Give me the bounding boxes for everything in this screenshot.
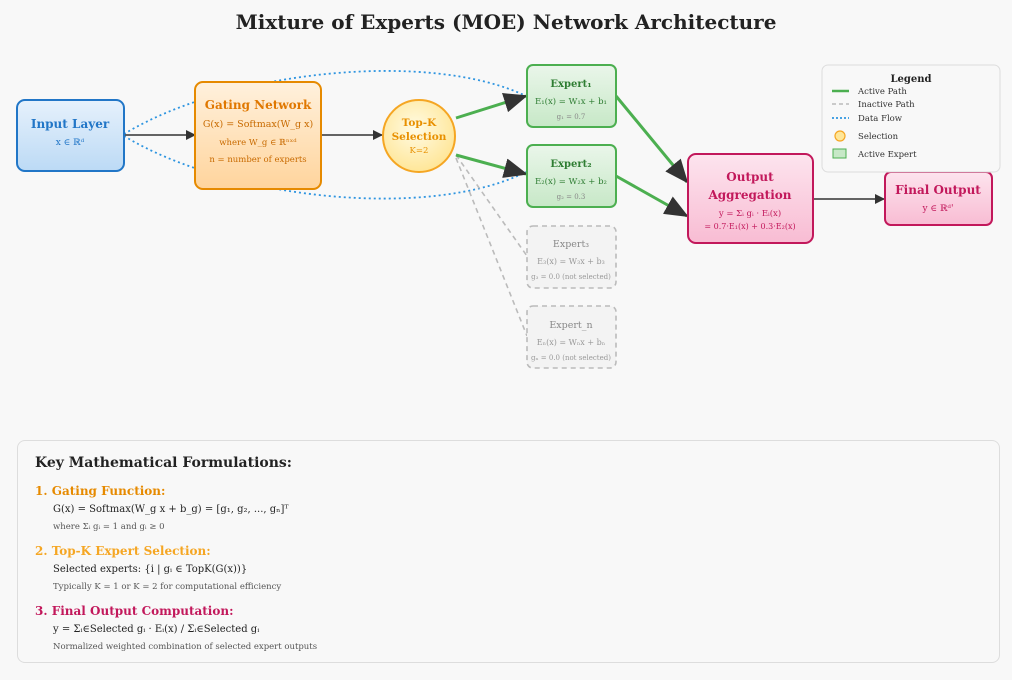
- moe-diagram: Mixture of Experts (MOE) Network Archite…: [16, 10, 1001, 369]
- active-path-expert1: [455, 93, 528, 120]
- output-formula: y = Σᵢ gᵢ · Eᵢ(x): [718, 208, 781, 219]
- topk-title-line2: Selection: [392, 131, 447, 143]
- formulations-heading: Key Mathematical Formulations:: [35, 455, 292, 471]
- output-title-line2: Aggregation: [707, 188, 791, 202]
- expert1-gate: g₁ = 0.7: [557, 113, 586, 121]
- legend-selection-label: Selection: [858, 132, 899, 142]
- gating-function-note: where Σᵢ gᵢ = 1 and gᵢ ≥ 0: [53, 522, 165, 532]
- expertn-formula: Eₙ(x) = Wₙx + bₙ: [537, 338, 606, 347]
- input-layer-formula: x ∈ ℝᵈ: [56, 138, 85, 148]
- inactive-path-expertn: [455, 157, 528, 337]
- diagram-title: Mixture of Experts (MOE) Network Archite…: [236, 10, 777, 34]
- topk-section-note: Typically K = 1 or K = 2 for computation…: [53, 582, 282, 592]
- input-layer-node: Input Layer x ∈ ℝᵈ: [16, 99, 125, 172]
- final-output-section: 3. Final Output Computation: y = Σᵢ∈Sele…: [35, 604, 982, 652]
- legend-active-path-label: Active Path: [857, 87, 907, 97]
- input-layer-title: Input Layer: [31, 117, 110, 131]
- final-output-title: Final Output: [895, 183, 981, 197]
- expert1-title: Expert₁: [550, 79, 591, 90]
- topk-title-line1: Top-K: [402, 117, 437, 129]
- expert3-formula: E₃(x) = W₃x + b₃: [537, 257, 605, 266]
- legend-data-flow-label: Data Flow: [858, 114, 903, 124]
- final-output-section-formula: y = Σᵢ∈Selected gᵢ · Eᵢ(x) / Σᵢ∈Selected…: [53, 624, 260, 635]
- expert3-node: Expert₃ E₃(x) = W₃x + b₃ g₃ = 0.0 (not s…: [526, 225, 617, 289]
- expertn-gate: gₙ = 0.0 (not selected): [531, 354, 611, 362]
- gating-where: where W_g ∈ ℝⁿˣᵈ: [219, 138, 297, 148]
- expert2-formula: E₂(x) = W₂x + b₂: [535, 176, 607, 187]
- final-output-node: Final Output y ∈ ℝᵈ': [884, 171, 993, 226]
- expert2-gate: g₂ = 0.3: [557, 193, 586, 201]
- topk-section-formula: Selected experts: {i | gᵢ ∈ TopK(G(x))}: [53, 564, 248, 575]
- legend: Legend Active Path Inactive Path Data Fl…: [821, 64, 1001, 173]
- final-output-section-note: Normalized weighted combination of selec…: [53, 642, 318, 652]
- gating-formula: G(x) = Softmax(W_g x): [203, 119, 313, 130]
- topk-selection-node: Top-K Selection K=2: [382, 99, 456, 173]
- topk-section-title: 2. Top-K Expert Selection:: [35, 544, 211, 558]
- dataflow-curve-upper: [123, 70, 527, 135]
- topk-k-value: K=2: [410, 146, 429, 156]
- expert3-gate: g₃ = 0.0 (not selected): [531, 273, 611, 281]
- output-formula-expanded: = 0.7·E₁(x) + 0.3·E₂(x): [704, 222, 795, 231]
- legend-selection-swatch: [834, 130, 846, 142]
- expert2-title: Expert₂: [550, 159, 591, 170]
- active-path-expert2: [455, 153, 528, 178]
- formulations-panel: Key Mathematical Formulations: 1. Gating…: [17, 440, 1000, 663]
- final-output-formula: y ∈ ℝᵈ': [921, 204, 953, 214]
- expert1-node: Expert₁ E₁(x) = W₁x + b₁ g₁ = 0.7: [526, 64, 617, 128]
- output-aggregation-node: Output Aggregation y = Σᵢ gᵢ · Eᵢ(x) = 0…: [687, 153, 814, 244]
- topk-section: 2. Top-K Expert Selection: Selected expe…: [35, 544, 982, 592]
- expert2-node: Expert₂ E₂(x) = W₂x + b₂ g₂ = 0.3: [526, 144, 617, 208]
- expert3-title: Expert₃: [553, 239, 589, 250]
- gating-function-section: 1. Gating Function: G(x) = Softmax(W_g x…: [35, 484, 982, 532]
- gating-n: n = number of experts: [209, 155, 306, 165]
- legend-title: Legend: [890, 74, 931, 85]
- gating-network-node: Gating Network G(x) = Softmax(W_g x) whe…: [194, 81, 322, 190]
- gating-function-title: 1. Gating Function:: [35, 484, 166, 498]
- expertn-node: Expert_n Eₙ(x) = Wₙx + bₙ gₙ = 0.0 (not …: [526, 305, 617, 369]
- legend-inactive-path-label: Inactive Path: [858, 100, 915, 110]
- legend-active-expert-label: Active Expert: [857, 150, 917, 160]
- final-output-section-title: 3. Final Output Computation:: [35, 604, 234, 618]
- active-path-expert1-output: [614, 95, 689, 184]
- dataflow-curve-lower: [123, 135, 527, 200]
- output-title-line1: Output: [726, 170, 774, 184]
- expertn-title: Expert_n: [549, 320, 592, 331]
- legend-active-expert-swatch: [832, 148, 847, 159]
- inactive-path-expert3: [455, 154, 528, 257]
- gating-title: Gating Network: [205, 98, 312, 112]
- expert1-formula: E₁(x) = W₁x + b₁: [535, 96, 607, 107]
- gating-function-formula: G(x) = Softmax(W_g x + b_g) = [g₁, g₂, .…: [53, 504, 289, 515]
- active-path-expert2-output: [615, 174, 689, 218]
